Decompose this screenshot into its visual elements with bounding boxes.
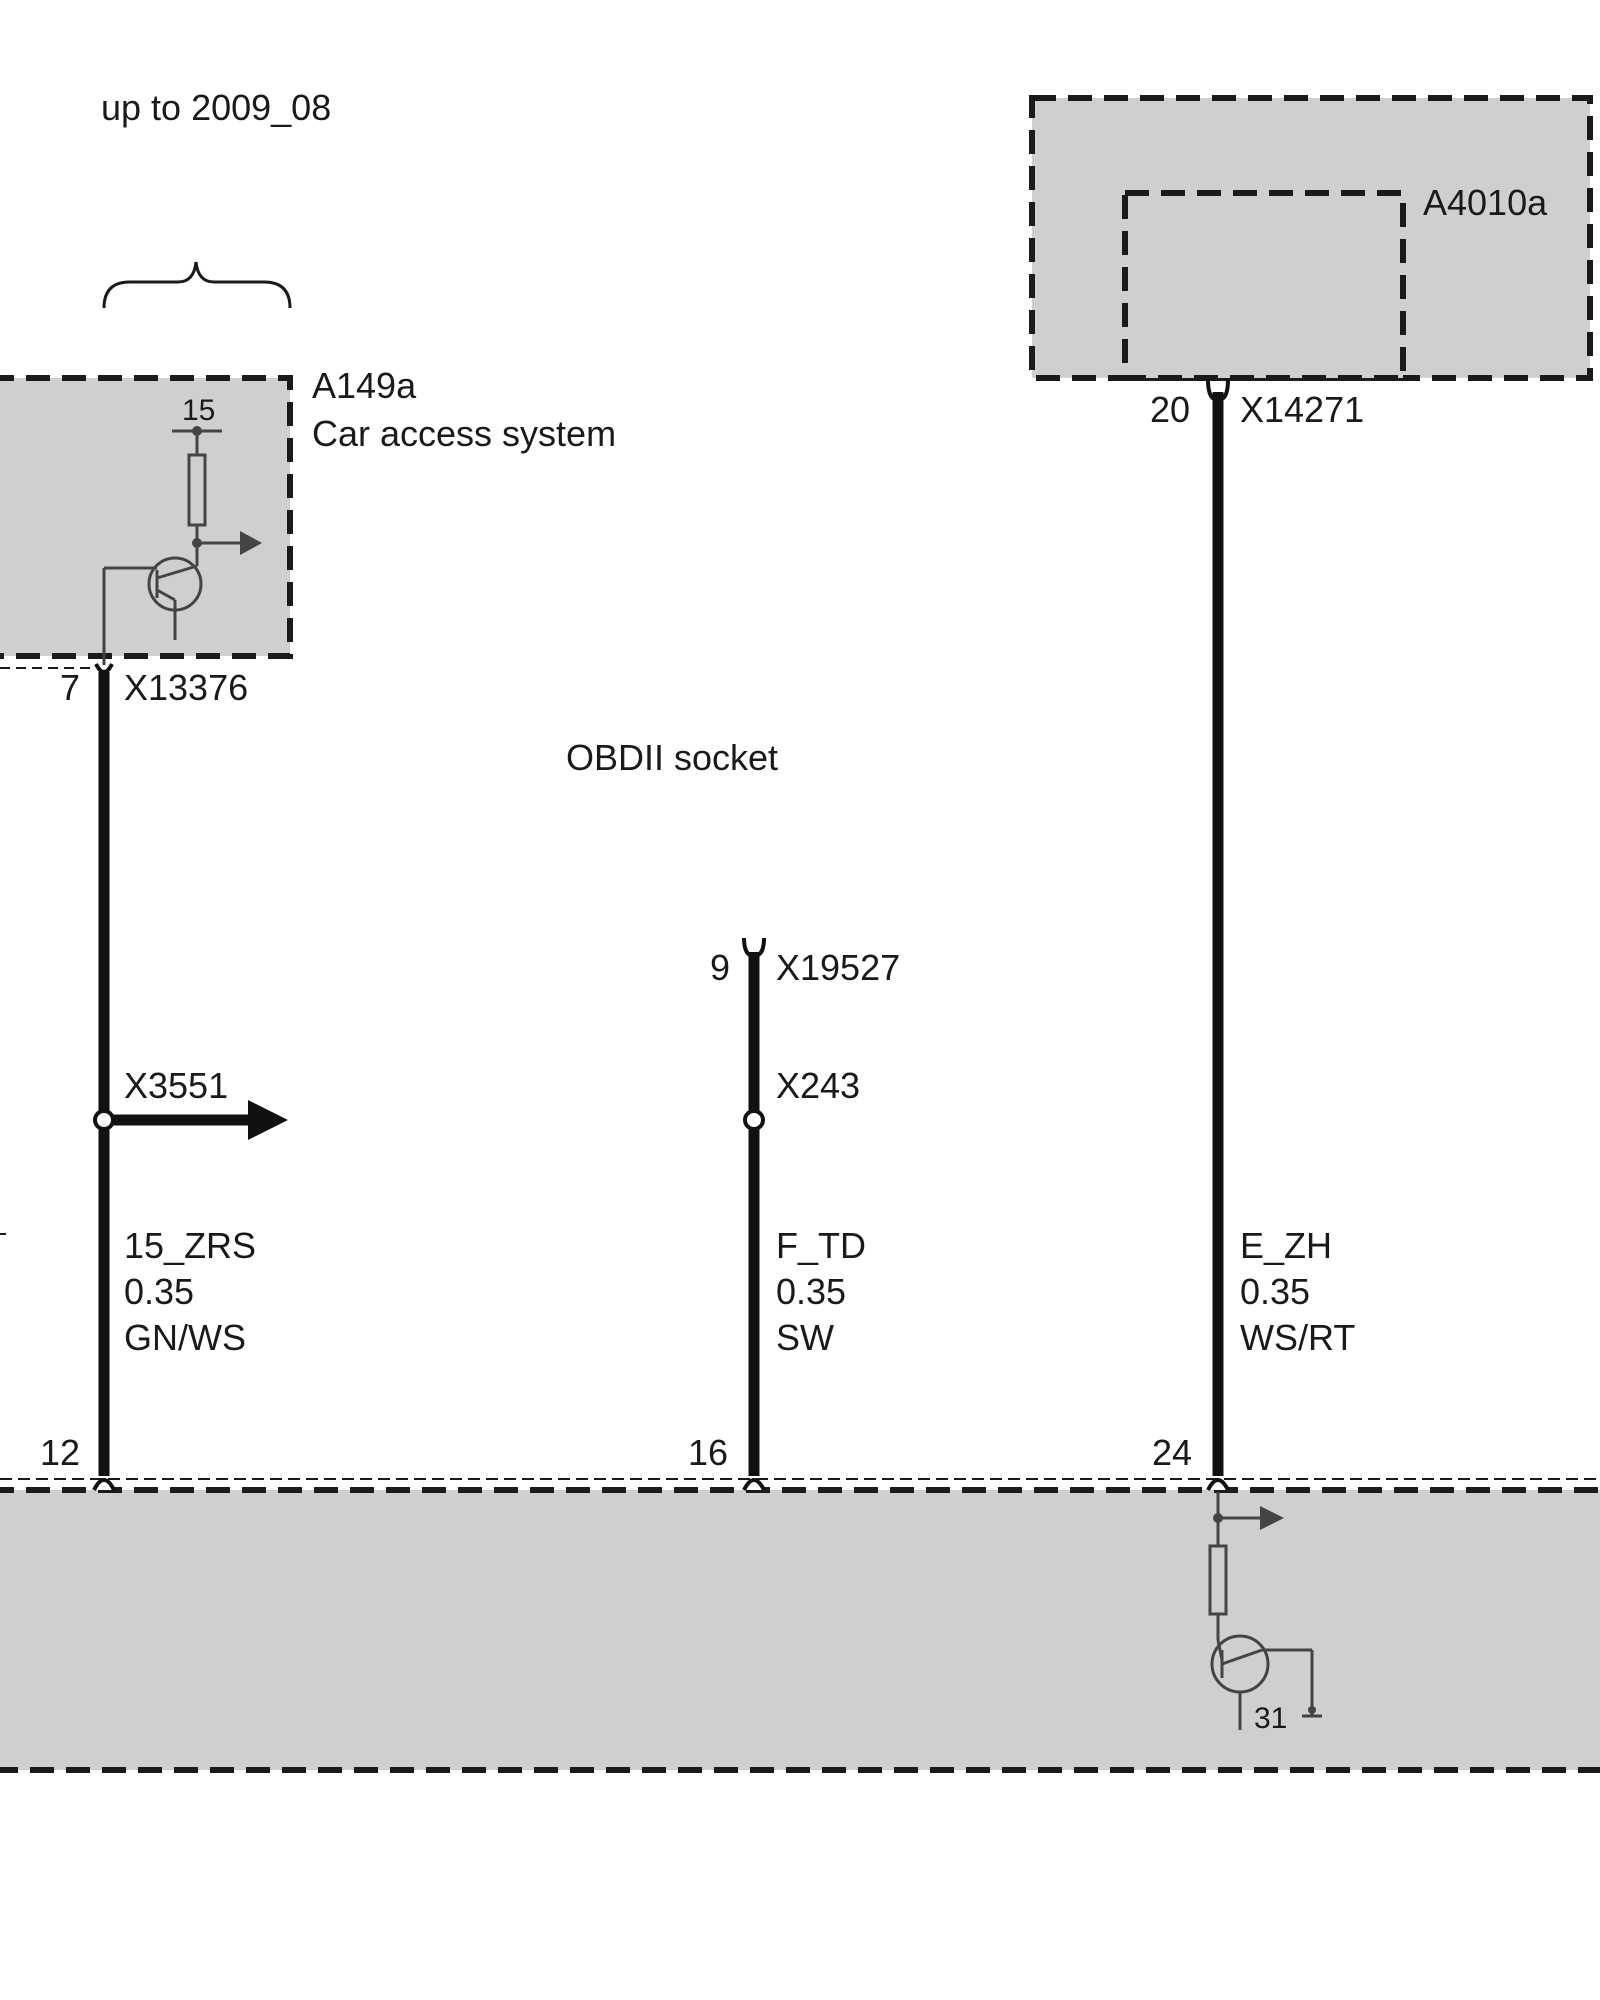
x243-label: X243	[776, 1065, 860, 1106]
a149a-output-arrow-icon	[240, 531, 262, 555]
x14271-pin: 20	[1150, 389, 1190, 430]
wire-15-zrs-signal: 15_ZRS	[124, 1225, 256, 1266]
wire-f-td-gauge: 0.35	[776, 1271, 846, 1312]
wire-f-td-color: SW	[776, 1317, 834, 1358]
variant-note: up to 2009_08	[101, 87, 331, 128]
variant-brace	[102, 261, 292, 309]
x19527-label: X19527	[776, 947, 900, 988]
x3551-label: X3551	[124, 1065, 228, 1106]
x19527-pin: 9	[710, 947, 730, 988]
x3551-splice	[93, 1109, 115, 1131]
wire-e-zh-color: WS/RT	[1240, 1317, 1355, 1358]
module-a149a-name: Car access system	[312, 413, 616, 454]
wire-15-zrs-gauge: 0.35	[124, 1271, 194, 1312]
bottom-driver-circuit	[1208, 1492, 1322, 1730]
a149a-output-node	[192, 538, 202, 548]
wire-15-zrs-bottom-pin: 12	[40, 1432, 80, 1473]
ground-icon	[1308, 1706, 1316, 1714]
wire-f-td-signal: F_TD	[776, 1225, 866, 1266]
wire-f-td: 9 X19527 X243 F_TD 0.35 SW 16	[688, 937, 900, 1476]
module-a149a: A149a Car access system 15	[0, 365, 616, 665]
ground-label: 31	[1254, 1702, 1287, 1735]
x14271-label: X14271	[1240, 389, 1364, 430]
wire-15-zrs-color: GN/WS	[124, 1317, 246, 1358]
obd-socket-label: OBDII socket	[566, 737, 778, 778]
wire-e-zh-gauge: 0.35	[1240, 1271, 1310, 1312]
module-a4010a: A4010a	[1029, 95, 1593, 381]
a149a-supply-label: 15	[182, 394, 215, 427]
module-a149a-id: A149a	[312, 365, 417, 406]
a149a-supply-node	[192, 426, 202, 436]
x13376-pin: 7	[60, 667, 80, 708]
x13376-label: X13376	[124, 667, 248, 708]
module-bottom: 31	[0, 1478, 1600, 1773]
x3551-arrow-icon	[248, 1100, 288, 1140]
wire-f-td-bottom-pin: 16	[688, 1432, 728, 1473]
wire-e-zh-signal: E_ZH	[1240, 1225, 1332, 1266]
bottom-output-arrow-icon	[1260, 1506, 1284, 1530]
wire-15-zrs: 7 X13376 X3551 15_ZRS 0.35 GN/WS 12	[40, 663, 288, 1476]
bottom-output-node	[1213, 1513, 1223, 1523]
module-a4010a-id: A4010a	[1423, 182, 1548, 223]
wire-e-zh: 20 X14271 E_ZH 0.35 WS/RT 24	[1150, 379, 1364, 1476]
x243-splice	[743, 1109, 765, 1131]
wire-e-zh-bottom-pin: 24	[1152, 1432, 1192, 1473]
